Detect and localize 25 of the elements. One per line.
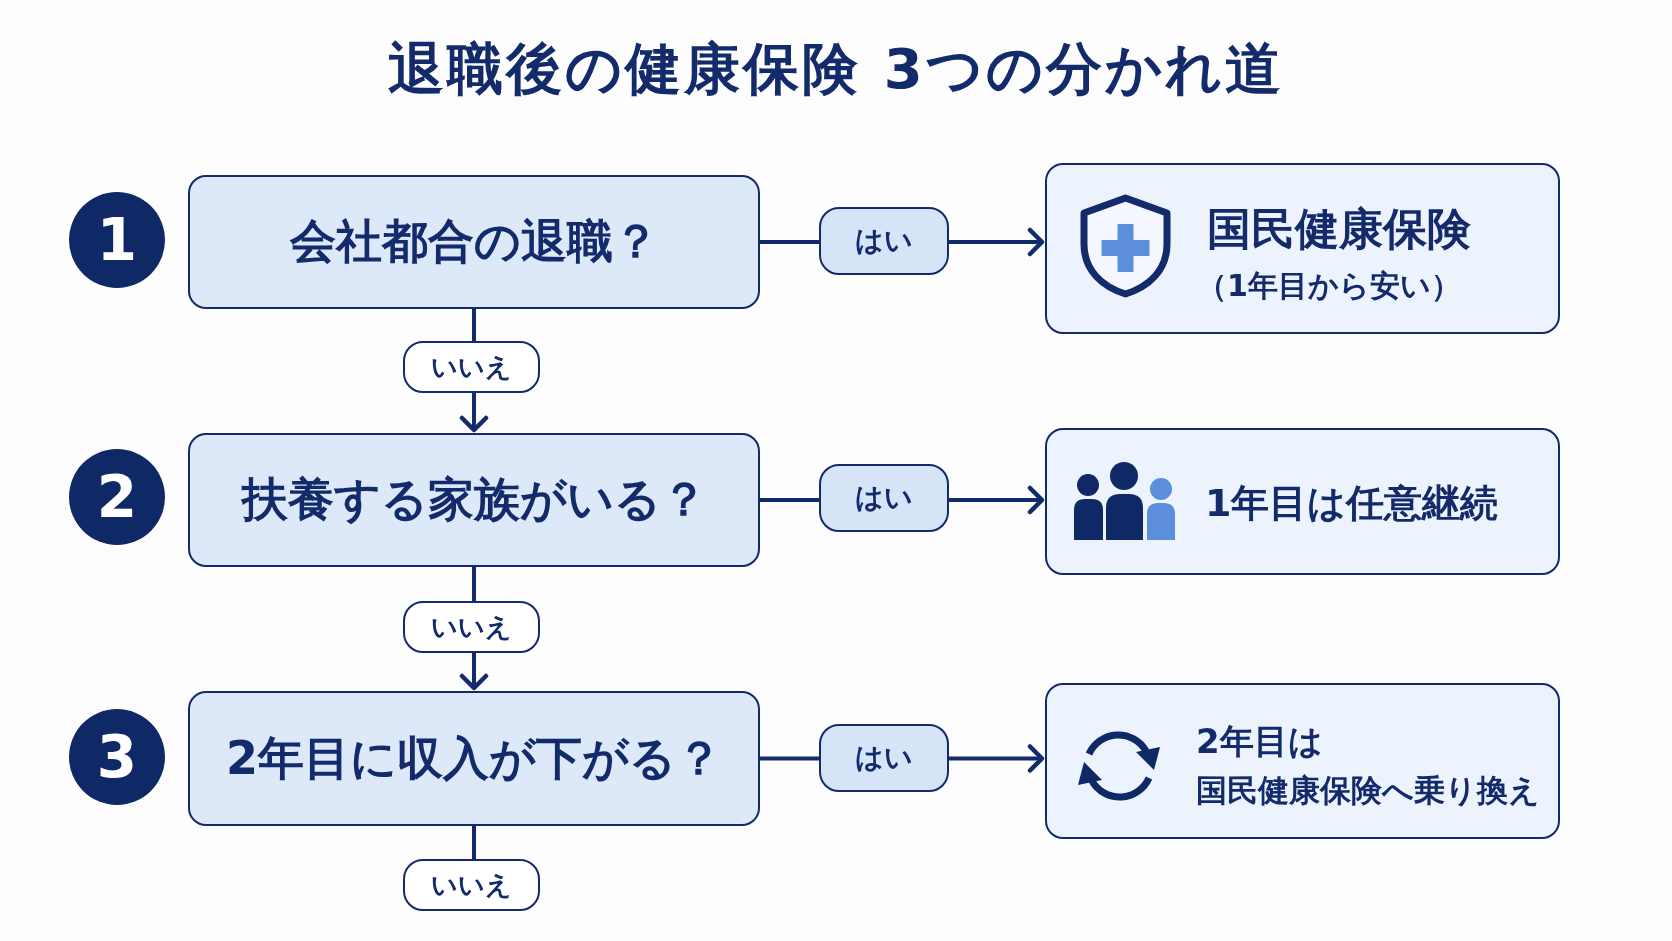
result-note: （1年目から安い） bbox=[1197, 268, 1461, 304]
connector-line bbox=[472, 826, 476, 861]
question-text: 2年目に収入が下がる？ bbox=[225, 729, 723, 787]
result-box bbox=[1045, 428, 1560, 575]
edge-label: はい bbox=[819, 724, 949, 792]
edge-label: いいえ bbox=[402, 341, 540, 393]
edge-label: いいえ bbox=[402, 601, 540, 653]
question-text: 扶養する家族がいる？ bbox=[240, 471, 708, 529]
result-heading: 2年目は bbox=[1196, 721, 1323, 762]
edge-label: はい bbox=[819, 464, 949, 532]
question-text: 会社都合の退職？ bbox=[288, 213, 660, 271]
step-number: 3 bbox=[95, 722, 139, 793]
result-box bbox=[1045, 683, 1560, 839]
question-box bbox=[188, 175, 760, 309]
result-heading: 国民健康保険 bbox=[1207, 202, 1471, 255]
edge-label: いいえ bbox=[402, 859, 540, 911]
edge-label: はい bbox=[819, 207, 949, 275]
question-box bbox=[188, 433, 760, 567]
step-number: 1 bbox=[95, 205, 139, 276]
title: 退職後の健康保険 3つの分かれ道 bbox=[387, 35, 1285, 103]
result-text: 1年目は任意継続 bbox=[1205, 480, 1499, 526]
step-number: 2 bbox=[95, 462, 139, 533]
question-box bbox=[188, 691, 760, 826]
result-box bbox=[1045, 163, 1560, 334]
result-text: 国民健康保険へ乗り換え bbox=[1196, 772, 1540, 809]
